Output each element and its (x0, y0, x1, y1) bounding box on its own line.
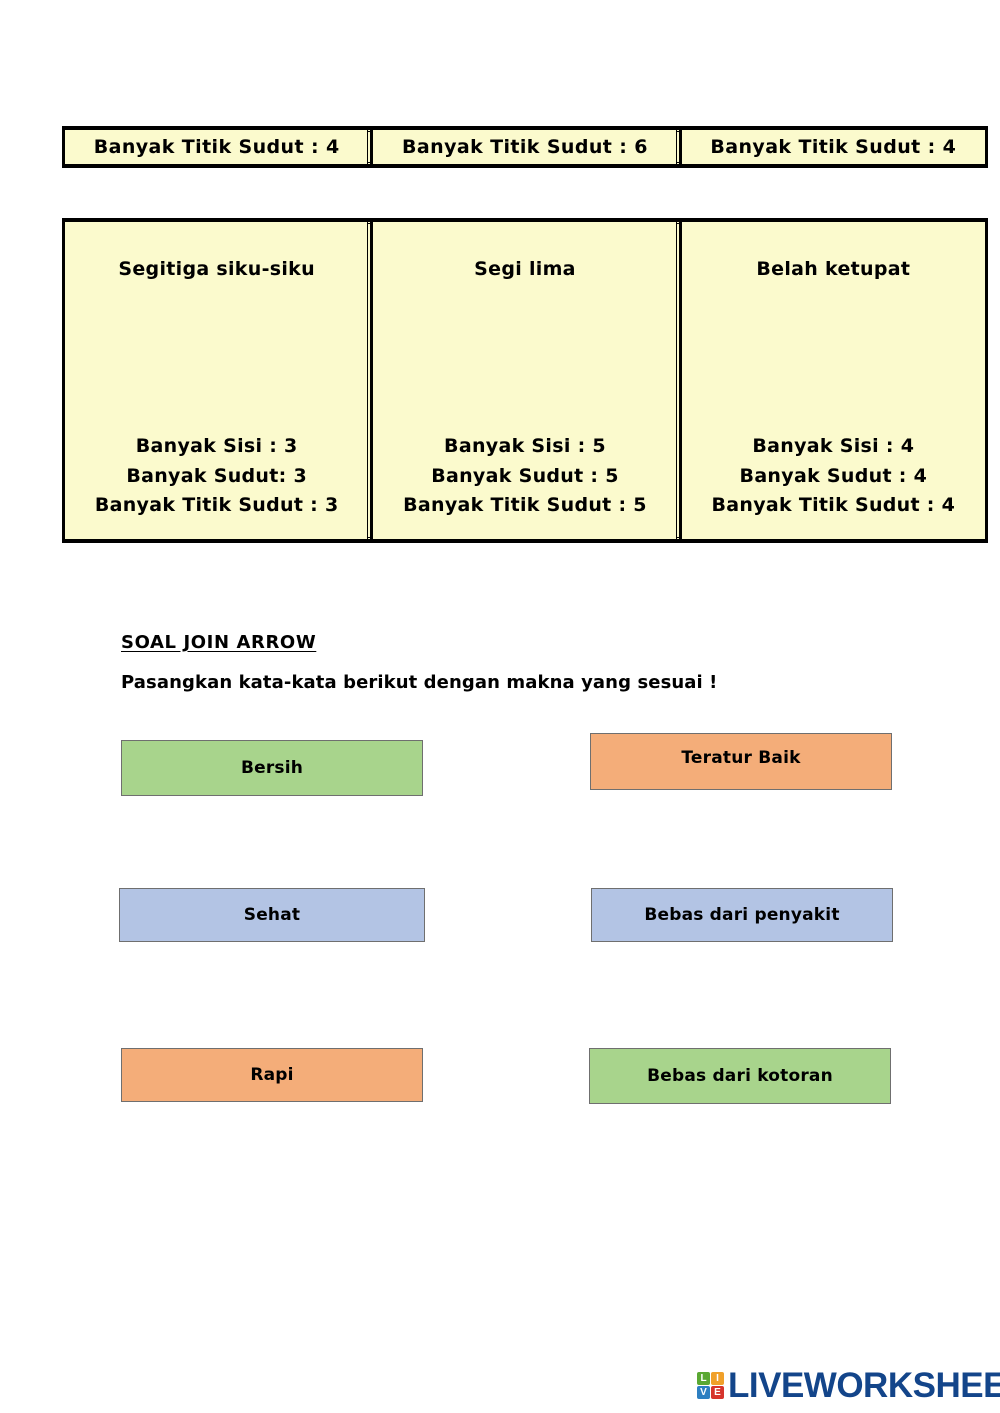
vertex-count-strip-table: Banyak Titik Sudut : 4 Banyak Titik Sudu… (62, 126, 988, 168)
vertex-count-cell: Banyak Titik Sudut : 4 (675, 130, 985, 164)
match-box-left[interactable]: Rapi (121, 1048, 423, 1102)
vertex-count-label: Banyak Titik Sudut : 4 (93, 136, 340, 158)
vertex-count-cell: Banyak Titik Sudut : 4 (65, 130, 369, 164)
shape-property-vertices: Banyak Titik Sudut : 3 (94, 494, 339, 517)
shape-property-vertices: Banyak Titik Sudut : 4 (711, 494, 956, 517)
shape-cell-segitiga-siku-siku: Segitiga siku-siku Banyak Sisi : 3 Banya… (65, 222, 369, 539)
shape-property-sides: Banyak Sisi : 4 (752, 435, 915, 458)
shape-property-sides: Banyak Sisi : 5 (444, 435, 606, 458)
shape-cell-belah-ketupat: Belah ketupat Banyak Sisi : 4 Banyak Sud… (675, 222, 985, 539)
match-box-right[interactable]: Bebas dari penyakit (591, 888, 893, 942)
shape-properties-list: Banyak Sisi : 3 Banyak Sudut: 3 Banyak T… (95, 434, 339, 525)
liveworksheets-wordmark: LIVEWORKSHEETS (728, 1366, 1000, 1405)
match-box-right[interactable]: Teratur Baik (590, 733, 892, 790)
shape-property-angles: Banyak Sudut : 5 (431, 464, 619, 487)
shape-property-angles: Banyak Sudut: 3 (126, 464, 307, 487)
logo-tile-i: I (711, 1372, 724, 1385)
vertex-count-label: Banyak Titik Sudut : 4 (710, 136, 957, 158)
shape-properties-table: Segitiga siku-siku Banyak Sisi : 3 Banya… (62, 218, 988, 543)
logo-tile-l: L (697, 1372, 710, 1385)
shape-title: Segitiga siku-siku (118, 258, 315, 280)
match-box-left[interactable]: Bersih (121, 740, 423, 796)
shape-cell-segi-lima: Segi lima Banyak Sisi : 5 Banyak Sudut :… (367, 222, 677, 539)
logo-tile-e: E (711, 1386, 724, 1399)
join-arrow-instruction: Pasangkan kata-kata berikut dengan makna… (121, 672, 718, 693)
shape-properties-list: Banyak Sisi : 5 Banyak Sudut : 5 Banyak … (403, 434, 647, 525)
shape-property-sides: Banyak Sisi : 3 (135, 435, 298, 458)
liveworksheets-logo-icon: L I V E (697, 1372, 724, 1399)
shape-properties-list: Banyak Sisi : 4 Banyak Sudut : 4 Banyak … (711, 434, 955, 525)
match-box-left[interactable]: Sehat (119, 888, 425, 942)
vertex-count-label: Banyak Titik Sudut : 6 (402, 136, 648, 158)
vertex-count-cell: Banyak Titik Sudut : 6 (367, 130, 677, 164)
shape-property-vertices: Banyak Titik Sudut : 5 (403, 494, 647, 517)
logo-tile-v: V (697, 1386, 710, 1399)
match-box-right[interactable]: Bebas dari kotoran (589, 1048, 891, 1104)
shape-property-angles: Banyak Sudut : 4 (739, 464, 928, 487)
join-arrow-heading: SOAL JOIN ARROW (121, 632, 317, 653)
shape-title: Segi lima (474, 258, 576, 280)
shape-title: Belah ketupat (756, 258, 911, 280)
liveworksheets-logo: L I V E LIVEWORKSHEETS (697, 1368, 1000, 1403)
